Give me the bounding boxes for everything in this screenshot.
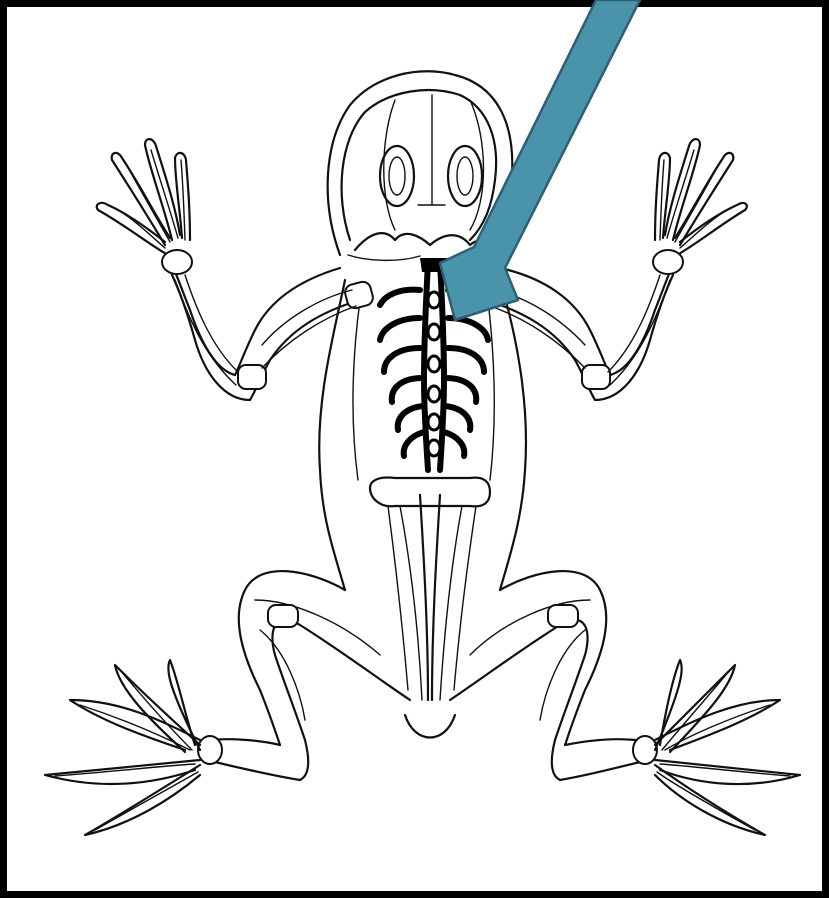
left-hand [97, 139, 192, 274]
left-leg [198, 571, 410, 780]
skull [348, 95, 498, 260]
left-arm [168, 255, 375, 400]
right-foot [655, 660, 800, 835]
left-foot [45, 660, 200, 835]
vent [405, 715, 455, 738]
pelvic-girdle [370, 477, 490, 700]
right-arm [485, 255, 677, 400]
right-leg [450, 571, 657, 780]
right-hand [653, 139, 747, 274]
